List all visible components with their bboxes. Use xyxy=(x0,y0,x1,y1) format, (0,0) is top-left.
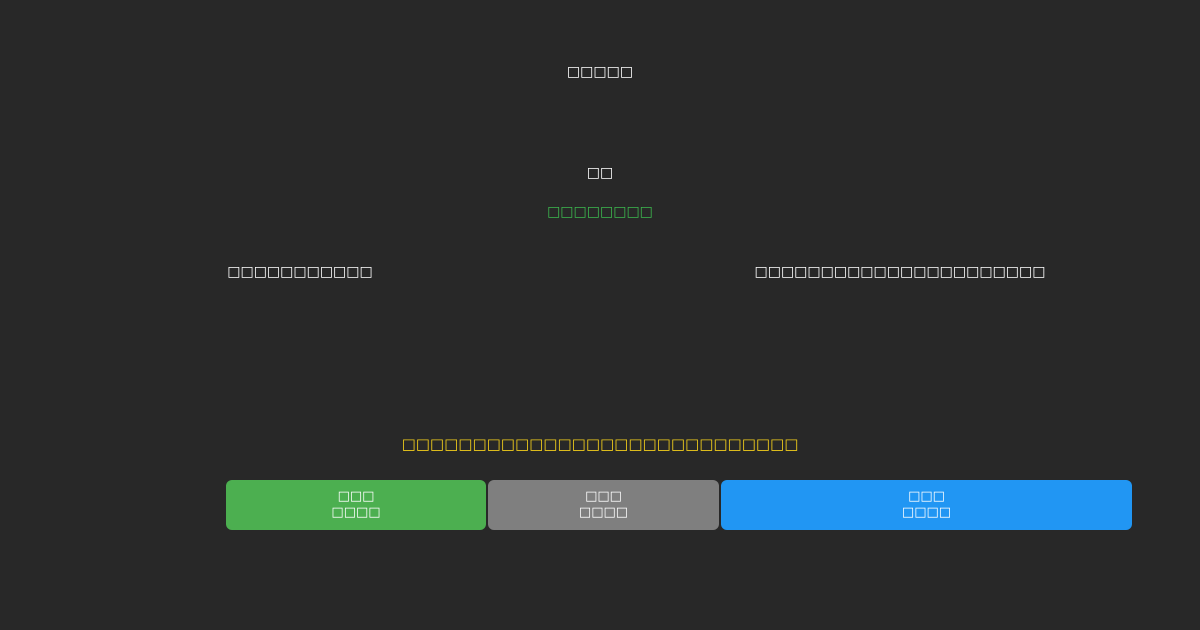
subtitle-text: □□ xyxy=(586,165,614,181)
choice-button-gray-line2: □□□□ xyxy=(578,505,629,520)
notice-yellow-text: □□□□□□□□□□□□□□□□□□□□□□□□□□□□ xyxy=(401,435,799,453)
choice-button-green-line1: □□□ xyxy=(337,489,375,504)
page-title: □□□□□ xyxy=(566,64,634,80)
left-section-label: □□□□□□□□□□□ xyxy=(227,264,373,280)
choice-button-blue-line1: □□□ xyxy=(908,489,945,504)
choice-button-gray-line1: □□□ xyxy=(585,489,622,504)
highlighted-green-text: □□□□□□□□ xyxy=(547,204,653,220)
choice-button-row: □□□ □□□□ □□□ □□□□ □□□ □□□□ xyxy=(226,480,1132,530)
choice-button-blue-line2: □□□□ xyxy=(901,505,952,520)
choice-button-gray[interactable]: □□□ □□□□ xyxy=(488,480,719,530)
choice-button-green[interactable]: □□□ □□□□ xyxy=(226,480,486,530)
choice-button-blue[interactable]: □□□ □□□□ xyxy=(721,480,1132,530)
right-section-label: □□□□□□□□□□□□□□□□□□□□□□ xyxy=(754,264,1046,280)
choice-button-green-line2: □□□□ xyxy=(331,505,381,520)
